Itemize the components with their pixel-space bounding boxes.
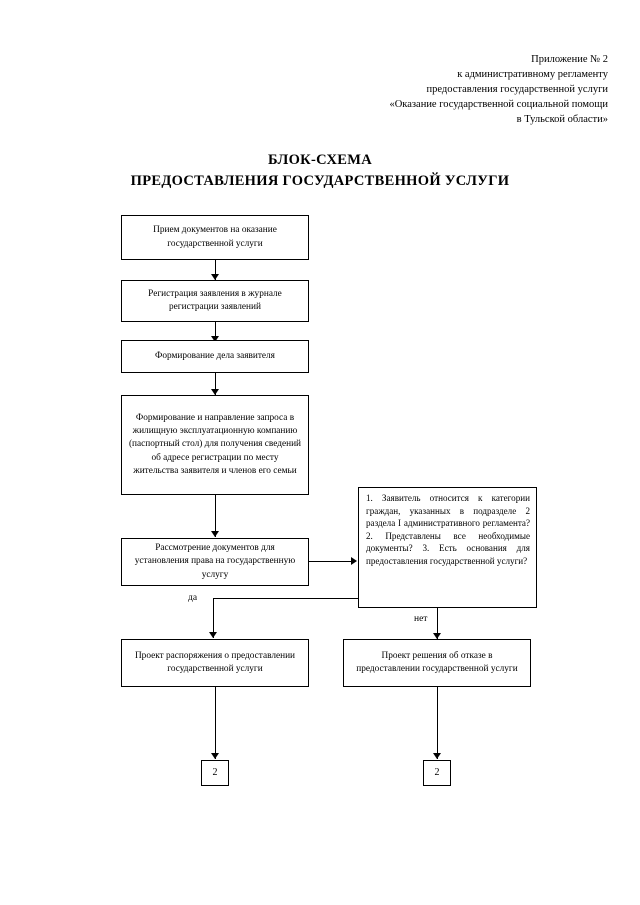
connector-registration-case — [215, 322, 216, 342]
connector-no-vertical — [437, 608, 438, 639]
arrow-refuse-terminal — [433, 753, 441, 759]
node-request: Формирование и направление запроса в жил… — [121, 395, 310, 496]
arrow-no-refuse — [433, 633, 441, 639]
connector-refuse-terminal — [437, 687, 438, 759]
node-terminal-left-label: 2 — [212, 767, 218, 778]
node-decision-label: 1. Заявитель относится к категории гражд… — [366, 493, 530, 566]
connector-request-review — [215, 495, 216, 537]
arrow-intake-registration — [211, 274, 219, 280]
node-case-formation: Формирование дела заявителя — [121, 340, 310, 374]
node-intake-label: Прием документов на оказание государстве… — [153, 225, 277, 249]
header-line-3: предоставления государственной услуги — [426, 84, 608, 95]
node-approve: Проект распоряжения о предоставлении гос… — [121, 639, 310, 688]
edge-label-yes: да — [188, 593, 198, 603]
page-title-line-1: БЛОК-СХЕМА — [267, 152, 373, 168]
arrow-review-decision — [351, 557, 357, 565]
node-decision: 1. Заявитель относится к категории гражд… — [358, 487, 538, 609]
header-line-4: «Оказание государственной социальной пом… — [389, 99, 608, 110]
arrow-case-request — [211, 389, 219, 395]
connector-yes-horizontal — [213, 598, 359, 599]
connector-case-request — [215, 373, 216, 395]
connector-yes-vertical — [213, 598, 214, 638]
node-terminal-right: 2 — [423, 760, 452, 787]
connector-review-decision — [309, 561, 352, 562]
node-approve-label: Проект распоряжения о предоставлении гос… — [134, 650, 296, 674]
node-refuse: Проект решения об отказе в предоставлени… — [343, 639, 532, 688]
node-registration: Регистрация заявления в журнале регистра… — [121, 280, 310, 323]
node-review: Рассмотрение документов для установления… — [121, 538, 310, 587]
node-terminal-right-label: 2 — [434, 767, 440, 778]
connector-approve-terminal — [215, 687, 216, 759]
arrow-yes-approve — [209, 632, 217, 638]
header-line-2: к административному регламенту — [457, 69, 608, 80]
page-title-line-2: ПРЕДОСТАВЛЕНИЯ ГОСУДАРСТВЕННОЙ УСЛУГИ — [130, 173, 510, 189]
arrow-approve-terminal — [211, 753, 219, 759]
node-refuse-label: Проект решения об отказе в предоставлени… — [356, 650, 518, 674]
document-header: Приложение № 2 к административному регла… — [330, 52, 608, 127]
node-registration-label: Регистрация заявления в журнале регистра… — [148, 288, 282, 312]
node-review-label: Рассмотрение документов для установления… — [134, 543, 296, 580]
node-request-label: Формирование и направление запроса в жил… — [128, 412, 302, 476]
node-intake: Прием документов на оказание государстве… — [121, 215, 310, 261]
arrow-request-review — [211, 531, 219, 537]
node-case-formation-label: Формирование дела заявителя — [155, 350, 275, 361]
connector-intake-registration — [215, 260, 216, 280]
header-line-1: Приложение № 2 — [531, 54, 608, 65]
edge-label-no: нет — [414, 614, 428, 624]
page-title: БЛОК-СХЕМА ПРЕДОСТАВЛЕНИЯ ГОСУДАРСТВЕННО… — [0, 150, 640, 192]
arrow-registration-case — [211, 336, 219, 342]
header-line-5: в Тульской области» — [516, 114, 608, 125]
node-terminal-left: 2 — [201, 760, 230, 787]
